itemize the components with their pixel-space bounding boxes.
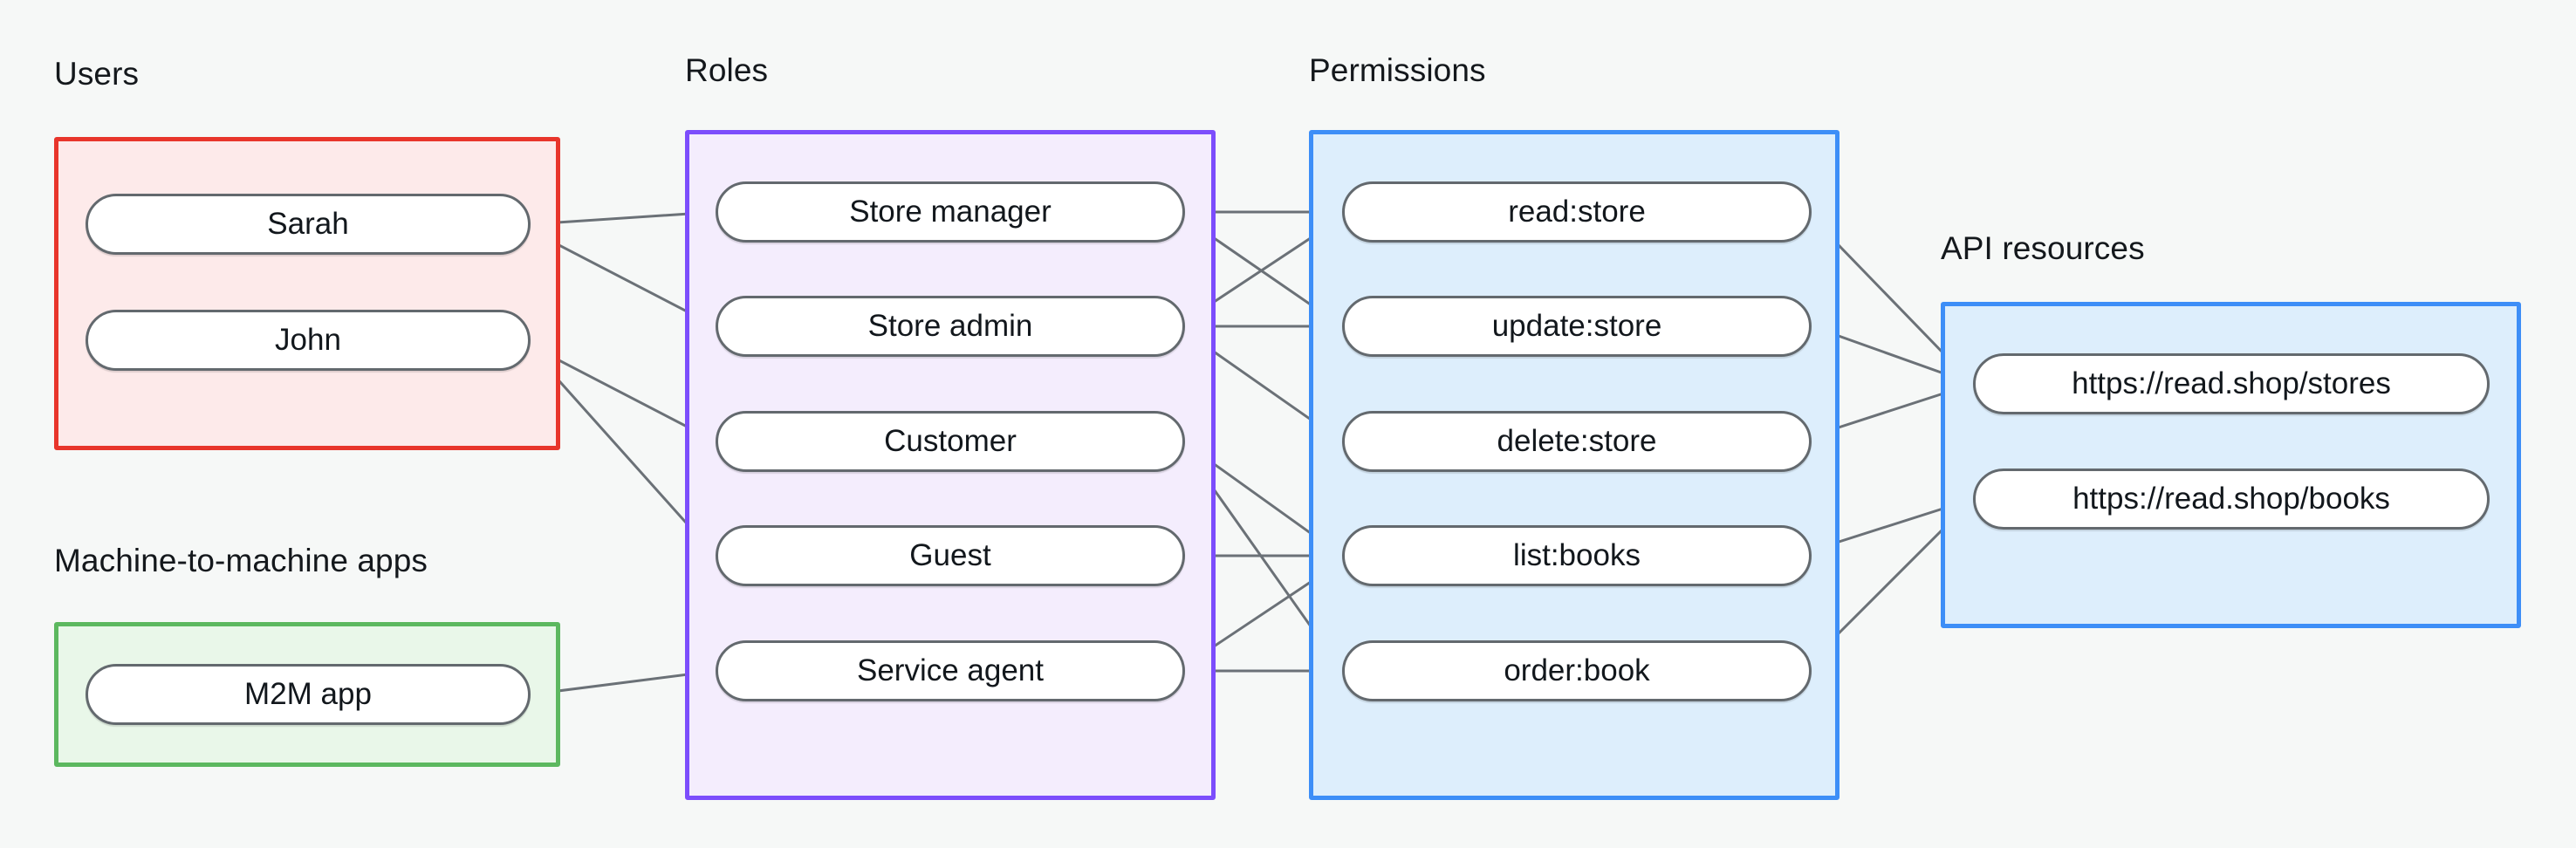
node-guest[interactable]: Guest xyxy=(716,525,1185,586)
node-order-book[interactable]: order:book xyxy=(1342,640,1812,701)
node-store-admin[interactable]: Store admin xyxy=(716,296,1185,357)
node-update-store[interactable]: update:store xyxy=(1342,296,1812,357)
group-label-roles: Roles xyxy=(685,52,769,88)
node-resource-books[interactable]: https://read.shop/books xyxy=(1973,468,2490,530)
node-sarah[interactable]: Sarah xyxy=(86,194,531,255)
group-label-m2m: Machine-to-machine apps xyxy=(54,543,428,578)
group-box-users xyxy=(54,137,560,450)
node-delete-store[interactable]: delete:store xyxy=(1342,411,1812,472)
group-label-users: Users xyxy=(54,56,140,92)
node-john[interactable]: John xyxy=(86,310,531,371)
node-read-store[interactable]: read:store xyxy=(1342,181,1812,243)
group-label-api-resources: API resources xyxy=(1941,230,2145,266)
group-box-api-resources xyxy=(1941,302,2521,628)
node-store-manager[interactable]: Store manager xyxy=(716,181,1185,243)
node-service-agent[interactable]: Service agent xyxy=(716,640,1185,701)
node-list-books[interactable]: list:books xyxy=(1342,525,1812,586)
node-customer[interactable]: Customer xyxy=(716,411,1185,472)
node-m2m-app[interactable]: M2M app xyxy=(86,664,531,725)
group-label-permissions: Permissions xyxy=(1309,52,1486,88)
node-resource-stores[interactable]: https://read.shop/stores xyxy=(1973,353,2490,414)
